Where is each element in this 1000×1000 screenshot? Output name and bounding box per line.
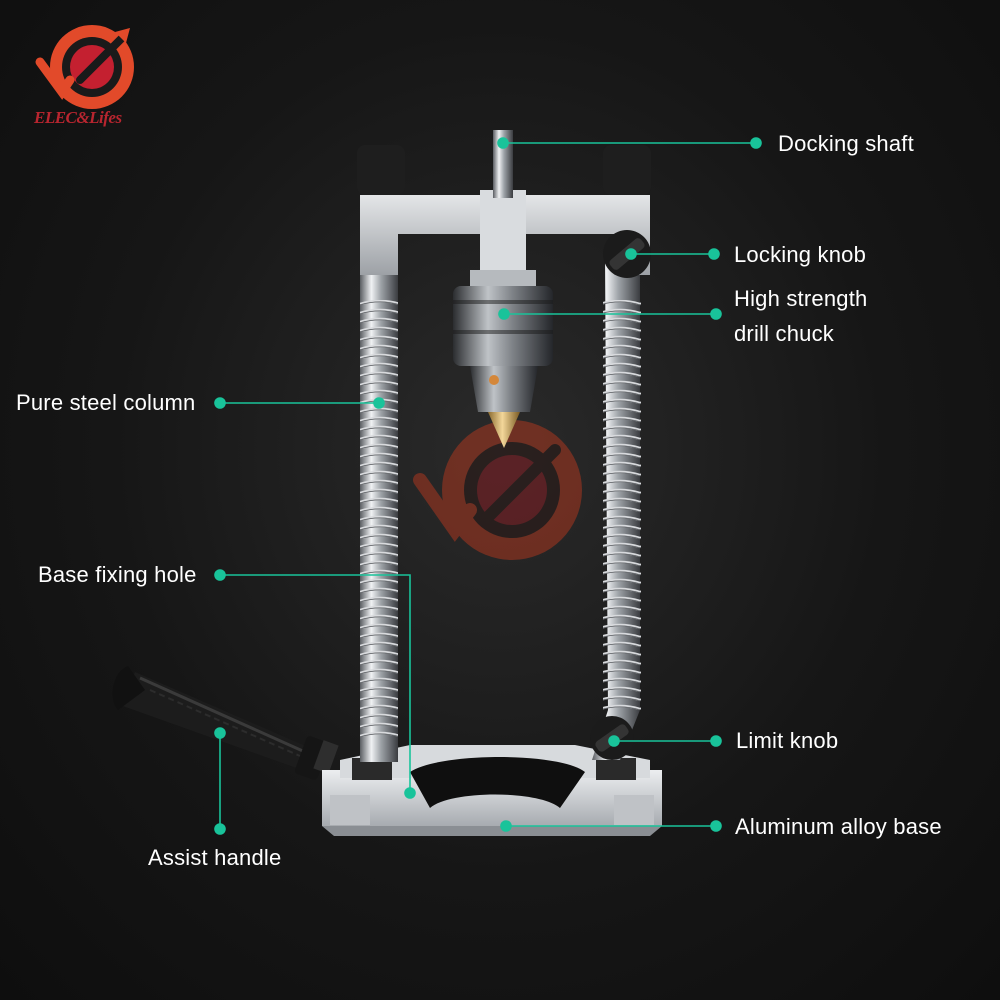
label-locking-knob: Locking knob — [734, 242, 867, 267]
label-base-fixing-hole: Base fixing hole — [38, 562, 197, 587]
label-drill-chuck-line1: High strength — [734, 286, 868, 311]
label-aluminum-base: Aluminum alloy base — [735, 814, 942, 839]
callout-base-fixing-hole — [214, 569, 416, 799]
drill-chuck — [453, 286, 553, 448]
watermark-logo-icon — [413, 420, 582, 560]
brand-name: ELEC&Lifes — [34, 108, 122, 127]
label-limit-knob: Limit knob — [736, 728, 839, 753]
steel-column-right — [592, 262, 641, 760]
column-cap-right — [603, 145, 651, 195]
callout-limit-knob — [608, 735, 722, 747]
docking-shaft — [493, 130, 513, 198]
callout-locking-knob — [625, 248, 720, 260]
column-cap-left — [357, 145, 405, 195]
label-docking-shaft: Docking shaft — [778, 131, 914, 156]
brand-logo-icon — [35, 25, 134, 109]
callout-aluminum-base — [500, 820, 722, 832]
callout-lines — [214, 137, 762, 835]
callout-drill-chuck — [498, 308, 722, 320]
assist-handle — [112, 666, 339, 780]
label-drill-chuck-line2: drill chuck — [734, 321, 835, 346]
callout-assist-handle — [214, 727, 226, 835]
label-steel-column: Pure steel column — [16, 390, 196, 415]
callout-docking-shaft — [497, 137, 762, 149]
steel-column-left — [360, 262, 398, 762]
label-assist-handle: Assist handle — [148, 845, 282, 870]
aluminum-alloy-base — [322, 745, 662, 836]
callout-steel-column — [214, 397, 385, 409]
